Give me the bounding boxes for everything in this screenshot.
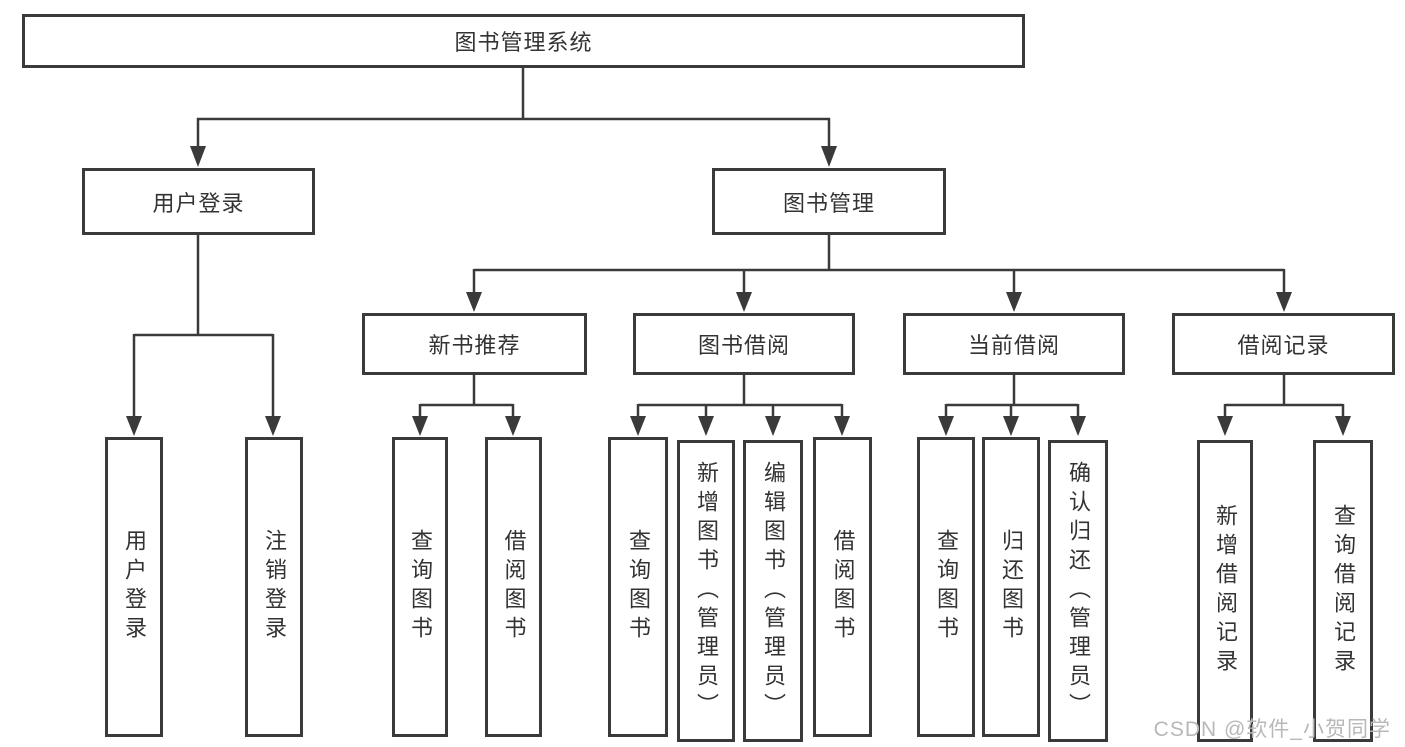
- leaf-label: 查询图书: [626, 529, 651, 645]
- node-label: 图书借阅: [697, 333, 790, 358]
- leaf-borrow-books: 借阅图书: [813, 437, 872, 737]
- leaf-query-books-borrowing: 查询图书: [608, 437, 668, 737]
- node-label: 当前借阅: [967, 333, 1060, 358]
- leaf-logout: 注销登录: [245, 437, 303, 737]
- leaf-add-borrow-record: 新增借阅记录: [1197, 440, 1253, 742]
- node-label: 用户登录: [152, 190, 245, 216]
- leaf-query-borrow-record: 查询借阅记录: [1313, 440, 1373, 742]
- node-current-borrowing: 当前借阅: [903, 313, 1125, 375]
- leaf-label: 编辑图书（管理员）: [761, 460, 786, 722]
- leaf-return-books: 归还图书: [982, 437, 1040, 737]
- csdn-watermark: CSDN @软件_小贺同学: [1153, 718, 1391, 741]
- connector-lines: [132, 68, 1345, 418]
- leaf-query-books-recommend: 查询图书: [392, 437, 448, 737]
- leaf-label: 归还图书: [999, 529, 1024, 645]
- node-borrowing-records: 借阅记录: [1172, 313, 1395, 375]
- leaf-edit-books-admin: 编辑图书（管理员）: [743, 440, 803, 742]
- leaf-query-books-current: 查询图书: [917, 437, 975, 737]
- leaf-label: 确认归还（管理员）: [1066, 460, 1091, 722]
- node-user-login: 用户登录: [82, 168, 315, 235]
- node-label: 新书推荐: [428, 333, 521, 358]
- leaf-label: 用户登录: [122, 529, 147, 645]
- node-label: 借阅记录: [1237, 333, 1330, 358]
- node-label: 图书管理: [782, 190, 875, 216]
- node-book-management: 图书管理: [712, 168, 946, 235]
- leaf-label: 新增图书（管理员）: [694, 460, 719, 722]
- leaf-label: 查询图书: [408, 529, 433, 645]
- node-book-borrowing: 图书借阅: [633, 313, 855, 375]
- leaf-add-books-admin: 新增图书（管理员）: [677, 440, 735, 742]
- leaf-confirm-return-admin: 确认归还（管理员）: [1048, 440, 1108, 742]
- leaf-borrow-books-recommend: 借阅图书: [485, 437, 542, 737]
- leaf-label: 新增借阅记录: [1213, 504, 1238, 678]
- node-new-book-recommend: 新书推荐: [362, 313, 587, 375]
- leaf-label: 借阅图书: [501, 529, 527, 645]
- leaf-user-login: 用户登录: [105, 437, 163, 737]
- node-root-library-system: 图书管理系统: [22, 14, 1025, 68]
- node-label: 图书管理系统: [454, 30, 593, 55]
- leaf-label: 借阅图书: [830, 529, 856, 645]
- leaf-label: 查询图书: [934, 529, 959, 645]
- leaf-label: 查询借阅记录: [1331, 504, 1356, 678]
- arrow-down-icons: [126, 146, 1351, 436]
- leaf-label: 注销登录: [262, 529, 287, 645]
